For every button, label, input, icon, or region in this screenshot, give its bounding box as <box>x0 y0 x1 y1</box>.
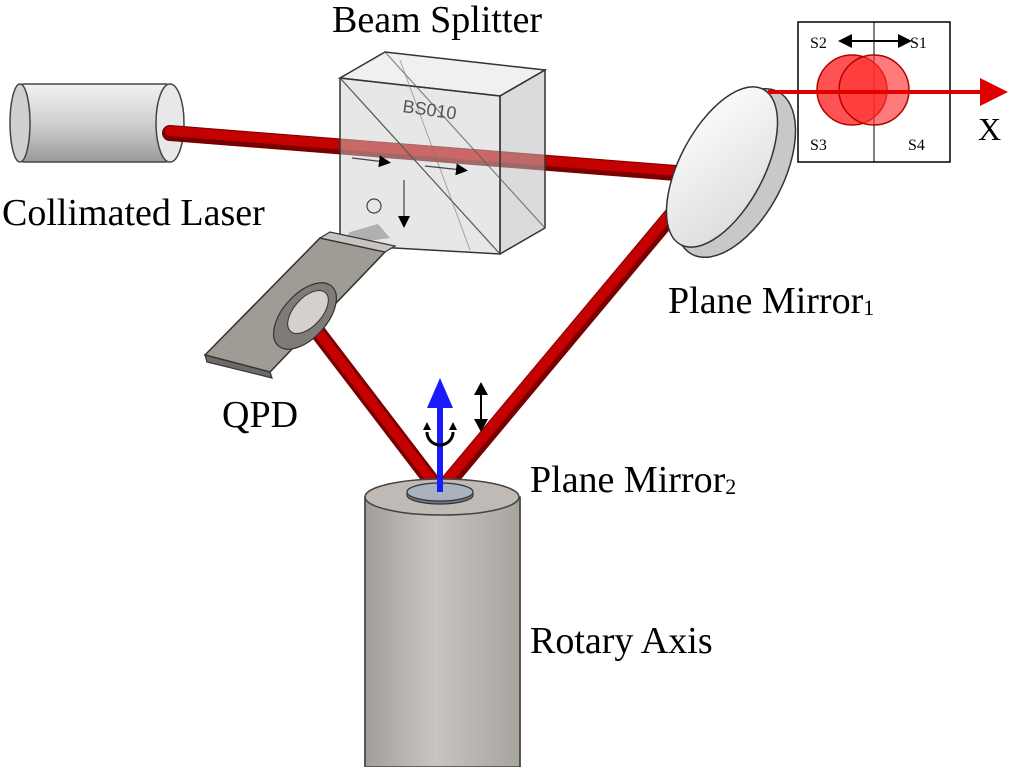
qpd-detector <box>203 231 397 379</box>
plane-mirror-1-subscript: 1 <box>863 295 874 320</box>
collimated-laser-label: Collimated Laser <box>2 192 265 234</box>
x-axis-label: X <box>978 111 1001 147</box>
rotary-axis-label: Rotary Axis <box>530 620 713 662</box>
quadrant-s1-label: S1 <box>910 35 927 52</box>
beam-splitter-cube: BS010 <box>337 51 548 256</box>
vertical-double-arrow-icon <box>474 382 488 432</box>
plane-mirror-1-label: Plane Mirror1 <box>668 280 874 322</box>
collimated-laser <box>9 83 185 163</box>
rotation-axis-arrow <box>427 378 453 492</box>
plane-mirror-2-label: Plane Mirror2 <box>530 459 736 501</box>
quadrant-s2-label: S2 <box>810 35 827 52</box>
rotation-direction-icon <box>423 422 457 447</box>
qpd-label: QPD <box>222 394 298 436</box>
laser-beam-to-mirror-2 <box>432 197 688 500</box>
laser-beam-to-qpd <box>296 306 448 500</box>
rotary-axis-cylinder <box>364 478 521 767</box>
quadrant-s4-label: S4 <box>908 137 925 154</box>
qpd-inset: S1 S2 S3 S4 X <box>768 21 1008 163</box>
plane-mirror-2-subscript: 2 <box>725 474 736 499</box>
quadrant-s3-label: S3 <box>810 137 827 154</box>
beam-splitter-label: Beam Splitter <box>332 0 542 41</box>
